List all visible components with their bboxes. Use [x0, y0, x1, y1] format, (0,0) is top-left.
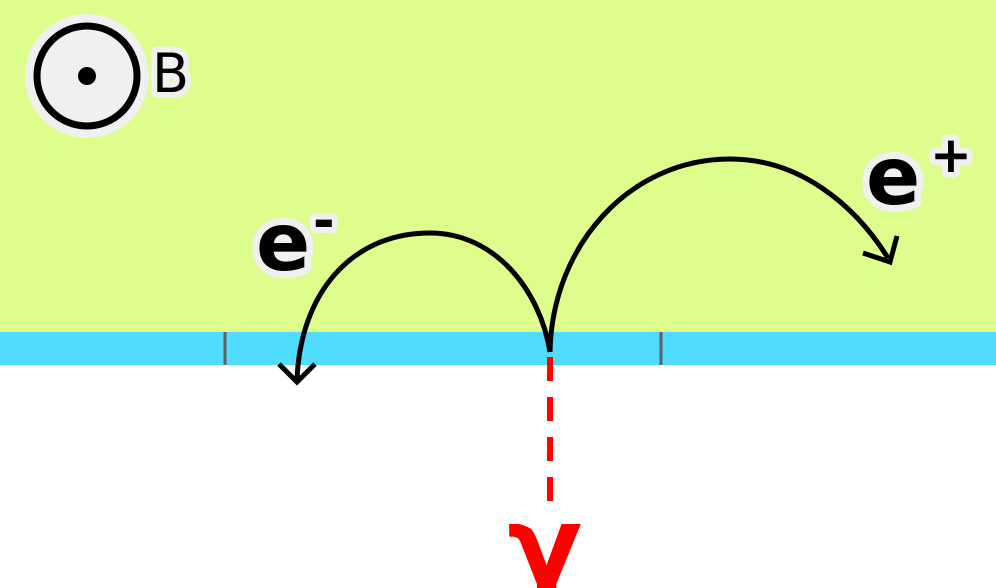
positron-charge: + [930, 126, 972, 184]
positron-symbol: e [866, 130, 920, 223]
surface-band [0, 332, 996, 365]
photon-label: γ [508, 482, 583, 588]
positron-arrowhead-icon [862, 235, 900, 266]
electron-track [294, 230, 553, 381]
magnetic-field-region [0, 0, 996, 333]
electron-arrowhead-icon [277, 362, 317, 386]
field-out-of-page-icon [25, 14, 149, 138]
electron-charge: - [313, 191, 335, 251]
positron-track [547, 156, 891, 353]
electron-symbol: e [256, 196, 310, 289]
field-label: B [152, 42, 189, 105]
